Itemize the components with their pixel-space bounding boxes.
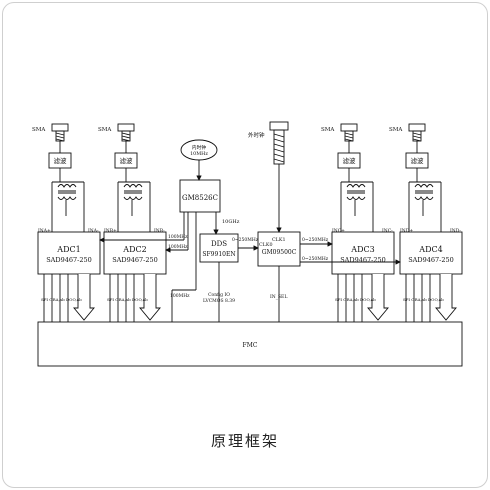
adc3-box: [331, 231, 395, 275]
adc2-outputs: [109, 274, 161, 322]
filter-label-1: 滤波: [54, 156, 68, 165]
clk0-label: CLK0: [259, 242, 273, 248]
adc3-in-right: INC-: [382, 228, 393, 234]
sma-label-1: SMA: [32, 127, 46, 133]
clk1-label: CLK1: [272, 237, 286, 243]
adc1-in-left: INA+: [38, 228, 51, 234]
adc4-box: [399, 231, 463, 275]
sma-connector-1: [51, 123, 69, 142]
adc2-group: ADC2 SAD9467-250 INB+ INB- SPI ORA,ab DO…: [104, 228, 165, 302]
sma-label-2: SMA: [98, 127, 112, 133]
sma-connector-4: [408, 123, 426, 142]
adc2-name: ADC2: [122, 245, 146, 254]
adc3-group: ADC3 SAD9467-250 INC+ INC- SPI ORA,ab DO…: [332, 228, 393, 302]
adc4-spi: SPI ORA,ab DOO,ab: [403, 297, 444, 302]
adc1-part: SAD9467-250: [46, 256, 92, 264]
sma-label-4: SMA: [389, 127, 403, 133]
ref-10ghz-label: 10GHz: [222, 219, 240, 225]
adc2-clock-freq: 100MHz: [168, 244, 188, 250]
mux-freq-label-2: 0~250MHz: [302, 256, 329, 262]
internal-clock-label: 内时钟: [192, 144, 207, 151]
adc3-spi: SPI ORA,ab DOO,ab: [335, 297, 376, 302]
adc4-in-right: IND-: [450, 228, 461, 234]
figure-caption: 原理框架: [210, 432, 279, 450]
balun-transformer-3: [340, 181, 374, 232]
adc3-name: ADC3: [350, 245, 374, 254]
filter-label-3: 滤波: [343, 156, 357, 165]
filter-label-2: 滤波: [120, 156, 134, 165]
adc2-in-left: INB+: [104, 228, 117, 234]
fmc-box: [37, 321, 463, 367]
clock-chip-box: [179, 179, 221, 213]
balun-transformer-2: [117, 181, 151, 232]
adc4-outputs: [405, 274, 457, 322]
internal-clock-freq: 10MHz: [190, 151, 208, 157]
config-note-2: LVCMOS 8.39: [203, 298, 235, 304]
clock-mux-label: GM09500C: [262, 249, 297, 256]
adc3-outputs: [337, 274, 389, 322]
adc1-outputs: [43, 274, 95, 322]
fmc-label: FMC: [243, 342, 258, 349]
external-clock-connector: [269, 121, 289, 233]
adc1-in-right: INA-: [88, 228, 99, 234]
dds-name: DDS: [211, 240, 227, 248]
fmc-clock-freq: 100MHz: [170, 293, 190, 299]
balun-transformer-1: [51, 181, 85, 232]
sma-label-3: SMA: [321, 127, 335, 133]
adc1-box: [37, 231, 101, 275]
balun-transformer-4: [408, 181, 442, 232]
mux-freq-label-1: 0~250MHz: [302, 237, 329, 243]
adc4-in-left: IND+: [400, 228, 413, 234]
dds-freq-label: 0~250MHz: [232, 237, 259, 243]
adc2-part: SAD9467-250: [112, 256, 158, 264]
sma-connector-3: [340, 123, 358, 142]
adc1-spi: SPI ORA,ab DOO,ab: [41, 297, 82, 302]
config-note: Config IO: [208, 292, 230, 298]
adc1-group: ADC1 SAD9467-250 INA+ INA- SPI ORA,ab DO…: [38, 228, 99, 302]
sma-connector-2: [117, 123, 135, 142]
adc2-box: [103, 231, 167, 275]
clock-chip-label: GM8526C: [182, 194, 218, 202]
dds-part: SF9910EN: [202, 251, 235, 258]
adc3-in-left: INC+: [332, 228, 345, 234]
adc4-name: ADC4: [418, 245, 442, 254]
in-sel-label: IN_SEL: [270, 294, 287, 300]
filter-label-4: 滤波: [411, 156, 425, 165]
adc4-group: ADC4 SAD9467-250 IND+ IND- SPI ORA,ab DO…: [400, 228, 461, 302]
adc2-spi: SPI ORA,ab DOO,ab: [107, 297, 148, 302]
adc1-clock-freq: 100MHz: [168, 234, 188, 240]
adc2-in-right: INB-: [154, 228, 165, 234]
adc3-part: SAD9467-250: [340, 256, 386, 264]
adc4-part: SAD9467-250: [408, 256, 454, 264]
adc1-name: ADC1: [56, 245, 80, 254]
external-clock-label: 外时钟: [248, 131, 265, 139]
